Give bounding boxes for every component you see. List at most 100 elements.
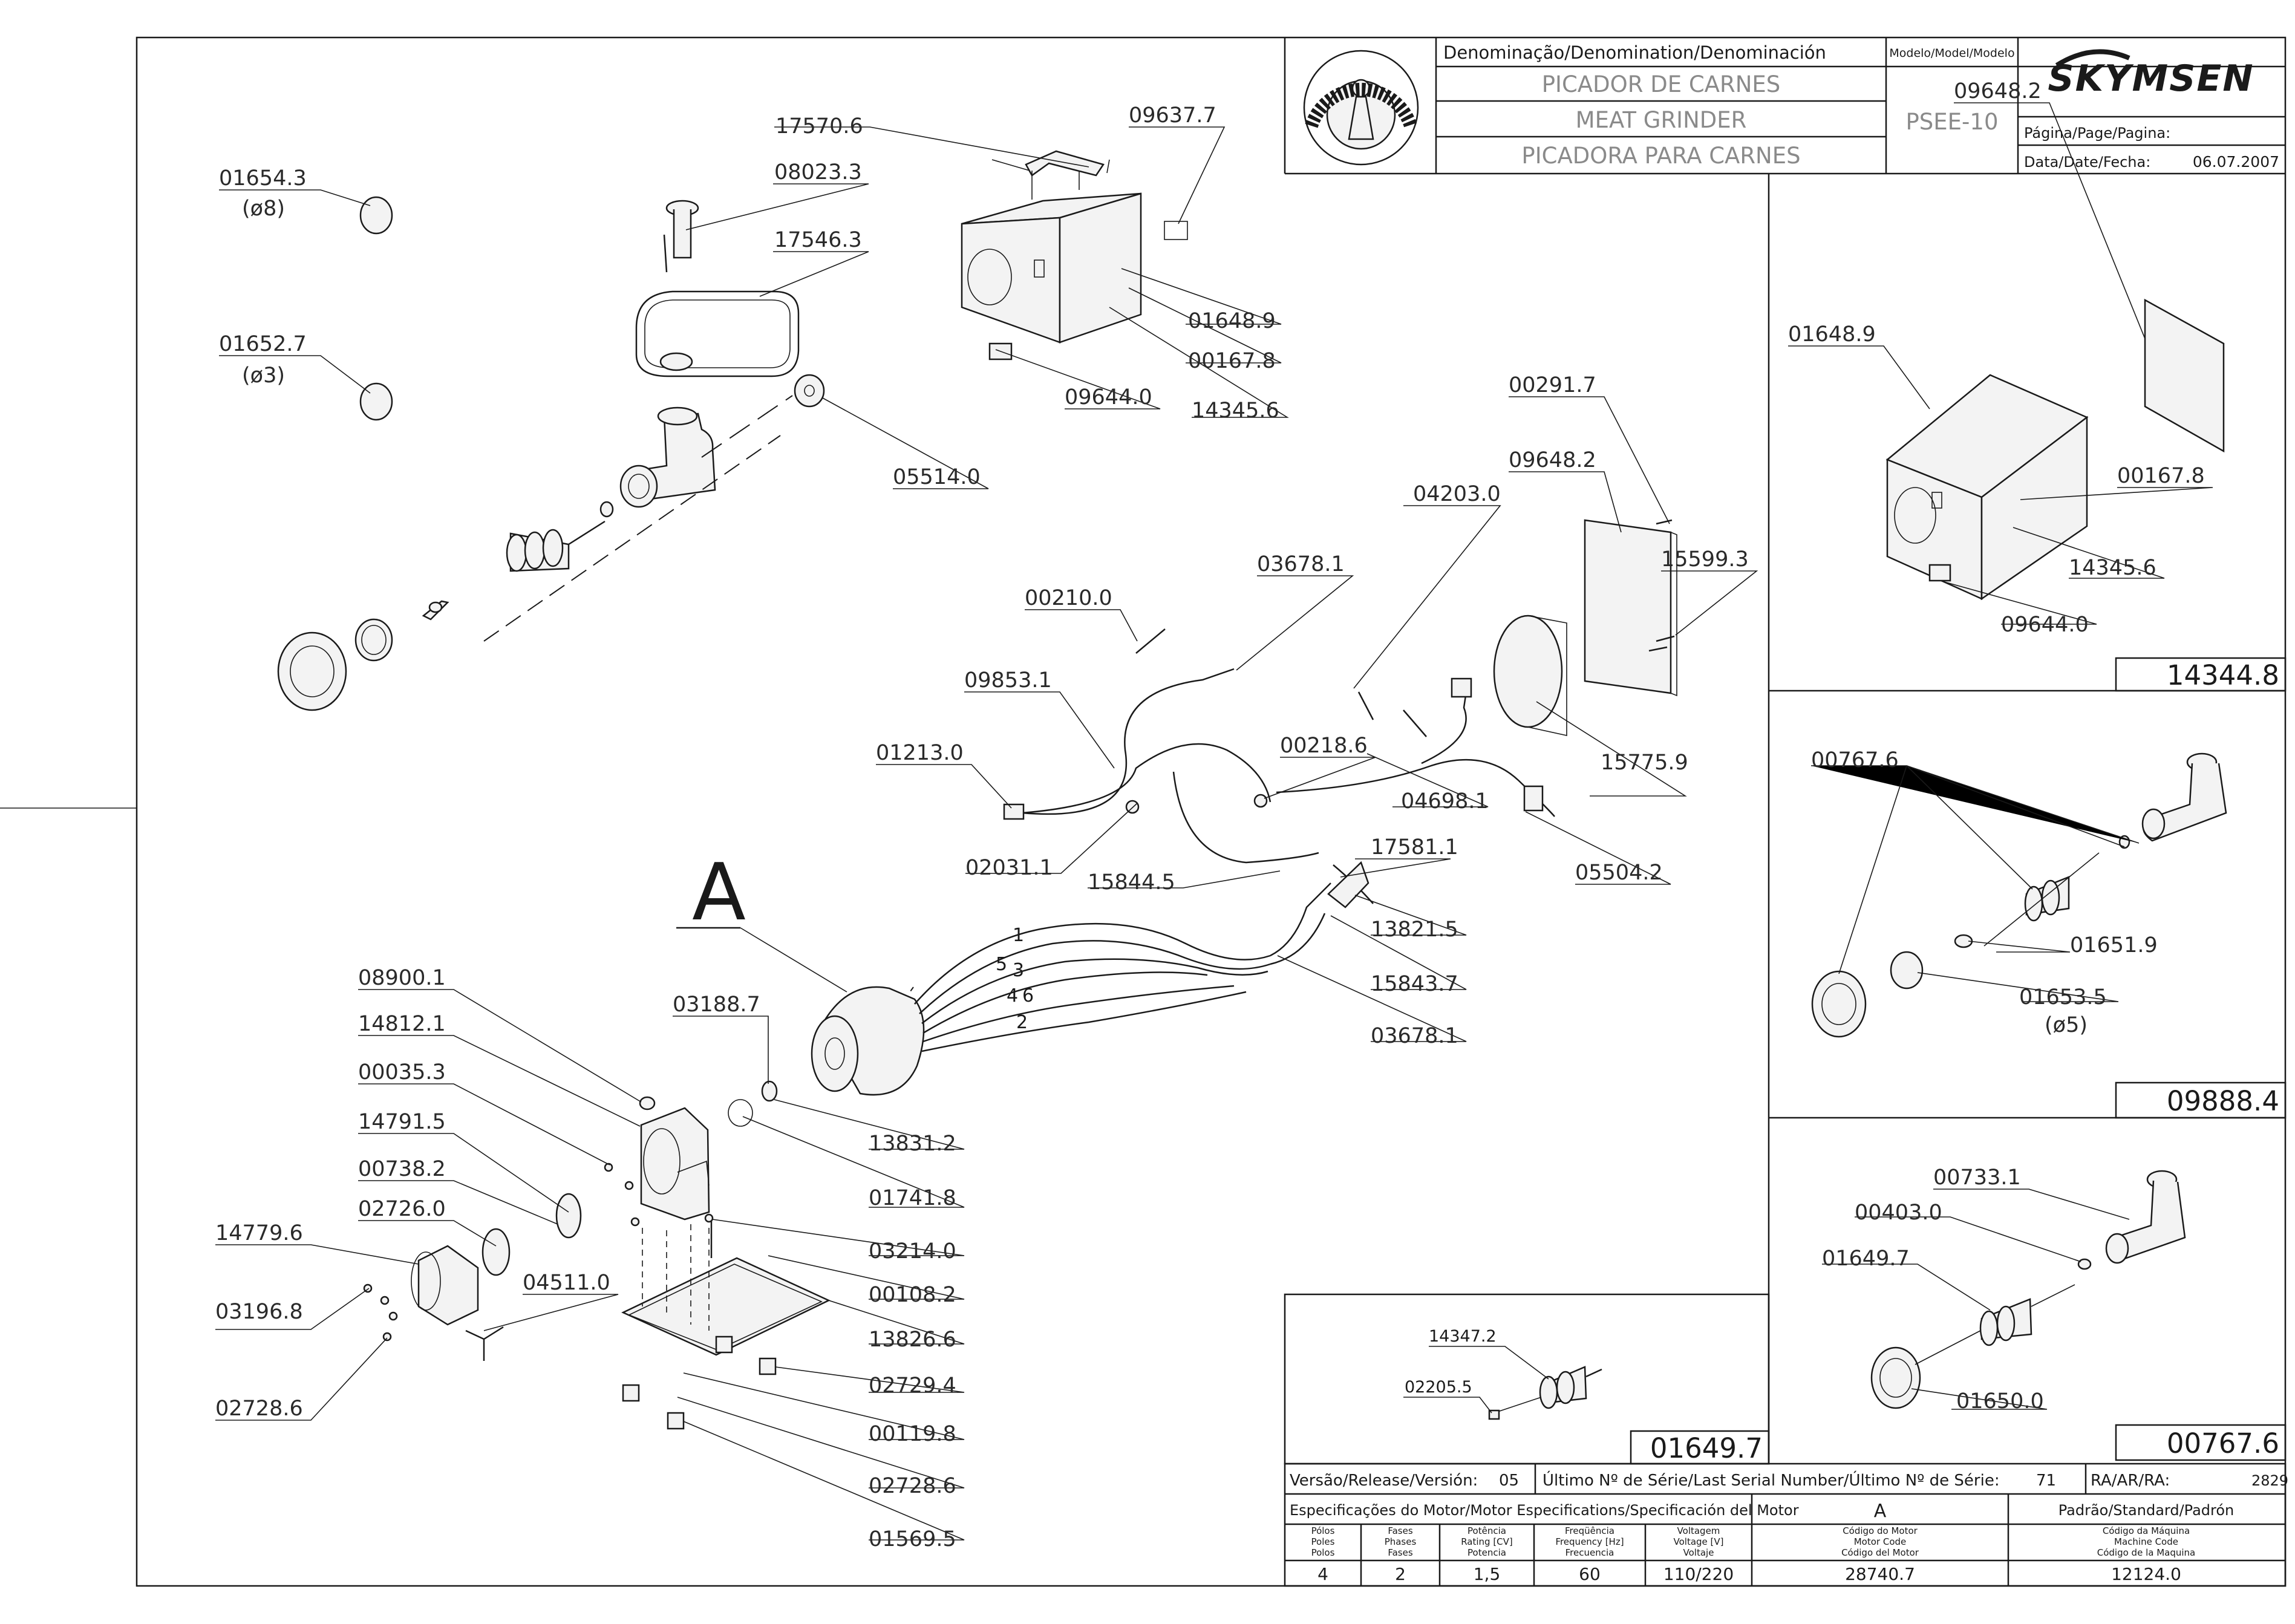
spec-column-headers: Pólos Poles Polos Fases Phases Fases Pot… xyxy=(1311,1525,2196,1558)
part-label: 13831.2 xyxy=(869,1132,956,1156)
svg-text:Voltaje: Voltaje xyxy=(1683,1547,1714,1558)
part-label: 14347.2 xyxy=(1429,1327,1497,1346)
part-label: 01648.9 xyxy=(1788,322,1876,347)
model-header: Modelo/Model/Modelo xyxy=(1889,47,2014,60)
spec-voltage: 110/220 xyxy=(1663,1564,1734,1584)
leader-lines xyxy=(215,126,1758,1541)
svg-text:Poles: Poles xyxy=(1311,1536,1335,1547)
part-label: 00403.0 xyxy=(1855,1201,1942,1225)
wire-number-1: 1 xyxy=(1013,925,1024,946)
part-label: 02728.6 xyxy=(215,1397,303,1421)
part-label: 08023.3 xyxy=(774,160,862,184)
part-label: 01649.7 xyxy=(1822,1247,1910,1271)
sub-assembly-code: 09888.4 xyxy=(2167,1085,2279,1117)
svg-text:Polos: Polos xyxy=(1311,1547,1335,1558)
svg-text:Motor Code: Motor Code xyxy=(1854,1536,1907,1547)
part-label: 01651.9 xyxy=(2070,933,2158,957)
title-block: Denominação/Denomination/Denominación PI… xyxy=(1284,38,2285,174)
svg-text:Pólos: Pólos xyxy=(1311,1525,1335,1536)
part-label: 01652.7 xyxy=(219,332,307,356)
model-value: PSEE-10 xyxy=(1906,109,1999,135)
part-label: 15843.7 xyxy=(1371,972,1458,996)
part-label: 09644.0 xyxy=(1065,385,1152,409)
part-label: 14345.6 xyxy=(2069,556,2156,580)
part-labels: 01654.3 (ø8) 01652.7 (ø3) 08023.3 17546.… xyxy=(215,103,1749,1551)
sub-assembly-14344: 09648.2 01648.9 00167.8 14345.6 09644.0 … xyxy=(1788,79,2287,692)
wire-number-5: 5 xyxy=(996,954,1007,975)
part-label: 02728.6 xyxy=(869,1474,956,1498)
rear-panel xyxy=(1493,519,1677,736)
part-label: 14345.6 xyxy=(1192,399,1279,423)
svg-text:Código de la Maquina: Código de la Maquina xyxy=(2097,1547,2195,1558)
part-label: 14791.5 xyxy=(358,1110,446,1134)
part-label: 08900.1 xyxy=(358,966,446,990)
svg-text:Frequency [Hz]: Frequency [Hz] xyxy=(1555,1536,1624,1547)
part-label: 17546.3 xyxy=(774,228,862,252)
part-label: 00035.3 xyxy=(358,1060,446,1084)
part-label: 03196.8 xyxy=(215,1300,303,1324)
spec-poles: 4 xyxy=(1317,1564,1328,1584)
part-label: 02729.4 xyxy=(869,1374,956,1398)
spec-frequency: 60 xyxy=(1579,1564,1601,1584)
spec-motor-code: 28740.7 xyxy=(1845,1564,1915,1584)
svg-text:Voltage [V]: Voltage [V] xyxy=(1674,1536,1724,1547)
part-label: 14779.6 xyxy=(215,1221,303,1245)
svg-text:Voltagem: Voltagem xyxy=(1677,1525,1720,1536)
product-name-en: MEAT GRINDER xyxy=(1576,107,1747,133)
part-label: 14812.1 xyxy=(358,1012,446,1036)
part-label: 00119.8 xyxy=(869,1422,956,1446)
wire-number-2: 2 xyxy=(1016,1012,1028,1033)
wiring-harness xyxy=(1003,628,1555,908)
part-label: 01213.0 xyxy=(876,741,964,765)
part-label: 03678.1 xyxy=(1257,552,1345,576)
part-label: 04511.0 xyxy=(523,1271,610,1295)
part-label: 02205.5 xyxy=(1405,1378,1472,1397)
part-label: 00167.8 xyxy=(1188,349,1276,373)
part-label: 09637.7 xyxy=(1129,103,1216,128)
part-label: 00738.2 xyxy=(358,1157,446,1181)
part-label: 02726.0 xyxy=(358,1197,446,1221)
part-label: 01654.3 xyxy=(219,166,307,191)
part-label: 01569.5 xyxy=(869,1527,956,1551)
part-label: 04203.0 xyxy=(1413,482,1501,506)
part-label: 17581.1 xyxy=(1371,835,1458,859)
product-name-pt: PICADOR DE CARNES xyxy=(1542,71,1780,97)
svg-text:Potencia: Potencia xyxy=(1467,1547,1506,1558)
part-label: 03188.7 xyxy=(673,993,760,1017)
ra-label: RA/AR/RA: xyxy=(2091,1472,2170,1490)
sub-assembly-code: 00767.6 xyxy=(2167,1427,2279,1459)
wire-number-4: 4 xyxy=(1007,985,1018,1006)
svg-text:Código do Motor: Código do Motor xyxy=(1843,1525,1918,1536)
part-label: 00291.7 xyxy=(1509,373,1596,397)
product-name-es: PICADORA PARA CARNES xyxy=(1521,143,1800,169)
housing-box xyxy=(961,150,1188,360)
grinder-head-group xyxy=(277,196,825,711)
part-label: 00167.8 xyxy=(2117,464,2205,488)
sub-assembly-09888: 00767.6 01651.9 01653.5 (ø5) 09888.4 xyxy=(1811,748,2287,1119)
part-label: 13826.6 xyxy=(869,1328,956,1352)
svg-text:Potência: Potência xyxy=(1467,1525,1506,1536)
svg-text:Fases: Fases xyxy=(1388,1547,1412,1558)
ra-value: 2829 xyxy=(2251,1472,2288,1489)
svg-text:Rating [CV]: Rating [CV] xyxy=(1461,1536,1513,1547)
motor-group: 1 5 3 4 6 2 A xyxy=(676,846,1331,1127)
svg-text:Código da Máquina: Código da Máquina xyxy=(2103,1525,2190,1536)
svg-text:Freqüência: Freqüência xyxy=(1565,1525,1614,1536)
part-label: 09853.1 xyxy=(964,668,1052,693)
version-value: 05 xyxy=(1499,1472,1519,1490)
sub-assembly-code: 14344.8 xyxy=(2167,659,2279,691)
part-label: 05514.0 xyxy=(893,465,981,489)
standard-column-letter: A xyxy=(1874,1501,1887,1522)
part-label: 09644.0 xyxy=(2001,613,2089,637)
part-label: 02031.1 xyxy=(965,856,1053,880)
sub-assembly-code: 01649.7 xyxy=(1650,1432,1763,1464)
svg-text:Frecuencia: Frecuencia xyxy=(1565,1547,1614,1558)
spec-table: Versão/Release/Versión: 05 Último Nº de … xyxy=(1284,1463,2288,1587)
part-label: 00767.6 xyxy=(1811,748,1899,772)
part-label: 05504.2 xyxy=(1575,861,1663,885)
part-label: 01741.8 xyxy=(869,1186,956,1210)
part-label: 17570.6 xyxy=(775,114,863,139)
serial-value: 71 xyxy=(2036,1472,2056,1490)
sheet-border xyxy=(135,36,2287,1587)
